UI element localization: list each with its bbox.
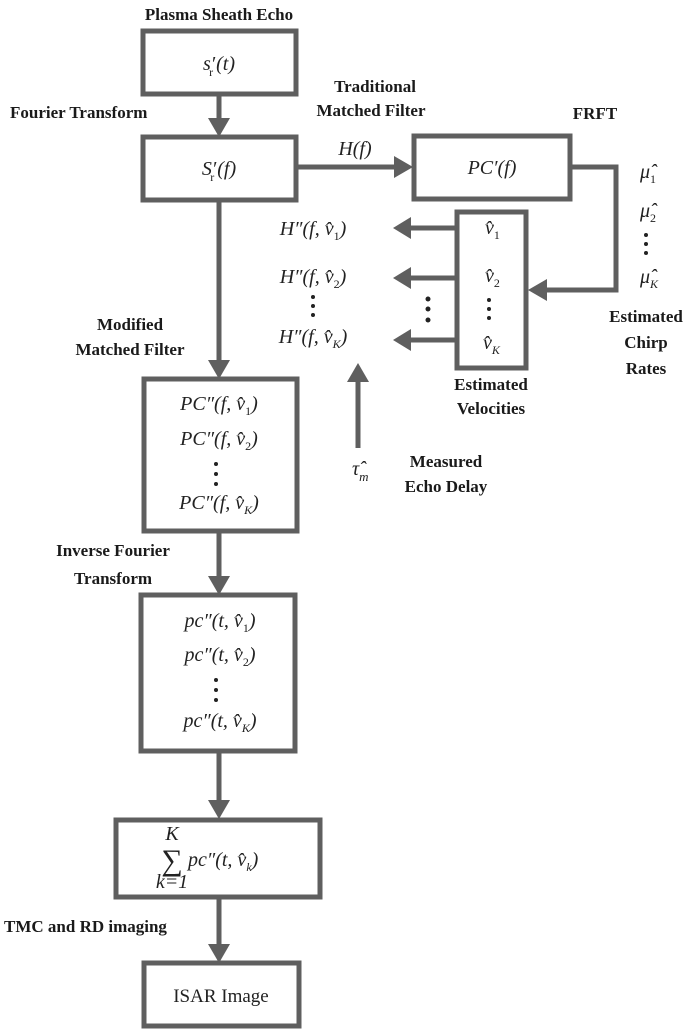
pc-lower-k: pc″(t, v̂K) [182, 710, 257, 735]
ellipsis-dot [214, 698, 218, 702]
ellipsis-dot [425, 296, 431, 302]
pc-prime-formula: PC′(f) [467, 157, 517, 179]
node-ifft: pc″(t, v̂1) pc″(t, v̂2) pc″(t, v̂K) [138, 592, 298, 754]
ellipsis-dot [214, 688, 218, 692]
ellipsis-dot [644, 251, 648, 255]
label-traditional-1: Traditional [334, 77, 416, 96]
ellipsis-dot [644, 233, 648, 237]
connectors [208, 95, 619, 963]
ellipsis-dot [214, 472, 218, 476]
ellipsis-dot [311, 295, 315, 299]
sigma-upper: K [164, 823, 180, 845]
label-est-chirp-3: Rates [626, 359, 667, 378]
label-est-vel-2: Velocities [457, 399, 526, 418]
sigma-lower: k=1 [156, 871, 188, 893]
label-inverse-2: Transform [74, 569, 152, 588]
label-tmc-rd: TMC and RD imaging [4, 917, 167, 936]
arrow-head [208, 576, 230, 595]
mu-estimates: μ̂1 μ̂2 μ̂K [639, 161, 659, 291]
pc-double-prime-k: PC″(f, v̂K) [178, 492, 259, 517]
label-est-chirp-2: Chirp [624, 333, 667, 352]
label-inverse-1: Inverse Fourier [56, 541, 170, 560]
ellipsis-dot [311, 313, 315, 317]
label-measured-1: Measured [410, 452, 483, 471]
label-est-chirp-1: Estimated [609, 307, 683, 326]
velocity-1: v̂1 [485, 217, 500, 242]
arrow-head [208, 944, 230, 963]
node-pc-prime: PC′(f) [411, 133, 573, 202]
arrow-head [208, 800, 230, 819]
pc-double-prime-2: PC″(f, v̂2) [179, 428, 258, 453]
label-fourier-transform: Fourier Transform [10, 103, 147, 122]
h-double-prime-1: H″(f, v̂1) [279, 218, 347, 243]
modified-filters: H″(f, v̂1) H″(f, v̂2) H″(f, v̂K) [278, 218, 348, 351]
ellipsis-dot [487, 298, 491, 302]
label-modified-2: Matched Filter [75, 340, 184, 359]
echo-formula: s′r(t) [203, 53, 235, 79]
mu-2: μ̂2 [639, 200, 658, 225]
node-sum: ∑ K k=1 pc″(t, v̂k) [113, 817, 323, 900]
ellipsis-dot [311, 304, 315, 308]
pc-double-prime-1: PC″(f, v̂1) [179, 393, 258, 418]
mu-k: μ̂K [639, 266, 659, 291]
arrow-head [393, 267, 411, 289]
ellipsis-dot [425, 317, 431, 323]
label-plasma-sheath-echo: Plasma Sheath Echo [145, 5, 293, 24]
velocity-k: v̂K [483, 332, 501, 357]
arrow-head [393, 329, 411, 351]
ellipsis-dot [214, 678, 218, 682]
label-traditional-2: Matched Filter [316, 101, 425, 120]
ellipsis-dot [644, 242, 648, 246]
edge-pc-to-velocities [545, 164, 619, 293]
h-double-prime-k: H″(f, v̂K) [278, 326, 348, 351]
arrow-head [528, 279, 547, 301]
arrow-head [393, 217, 411, 239]
ellipsis-dot [214, 462, 218, 466]
arrow-head [208, 118, 230, 137]
ellipsis-dot [214, 482, 218, 486]
arrow-head [208, 360, 230, 379]
arrow-head [394, 156, 413, 178]
node-spectrum: S′r(f) [140, 134, 299, 203]
node-echo: s′r(t) [140, 28, 299, 97]
sum-term: pc″(t, v̂k) [186, 849, 259, 874]
arrow-head [347, 363, 369, 382]
tau-m: τ̂m [352, 458, 369, 484]
mu-1: μ̂1 [639, 161, 658, 186]
velocity-2: v̂2 [485, 265, 500, 290]
pc-lower-1: pc″(t, v̂1) [183, 610, 256, 635]
label-frft: FRFT [573, 104, 618, 123]
label-modified-1: Modified [97, 315, 164, 334]
pc-lower-2: pc″(t, v̂2) [183, 644, 256, 669]
sigma-symbol: ∑ [161, 844, 182, 877]
isar-image-label: ISAR Image [173, 986, 269, 1007]
node-modified-pc: PC″(f, v̂1) PC″(f, v̂2) PC″(f, v̂K) [141, 376, 300, 534]
h-double-prime-2: H″(f, v̂2) [279, 266, 347, 291]
node-velocities: v̂1 v̂2 v̂K [454, 209, 529, 371]
spectrum-formula: S′r(f) [202, 158, 237, 184]
node-isar-image: ISAR Image [141, 960, 302, 1029]
label-est-vel-1: Estimated [454, 375, 528, 394]
ellipsis-dot [487, 316, 491, 320]
ellipsis-dot [425, 306, 431, 312]
h-f-label: H(f) [337, 138, 372, 160]
label-measured-2: Echo Delay [405, 477, 488, 496]
ellipsis-dot [487, 307, 491, 311]
